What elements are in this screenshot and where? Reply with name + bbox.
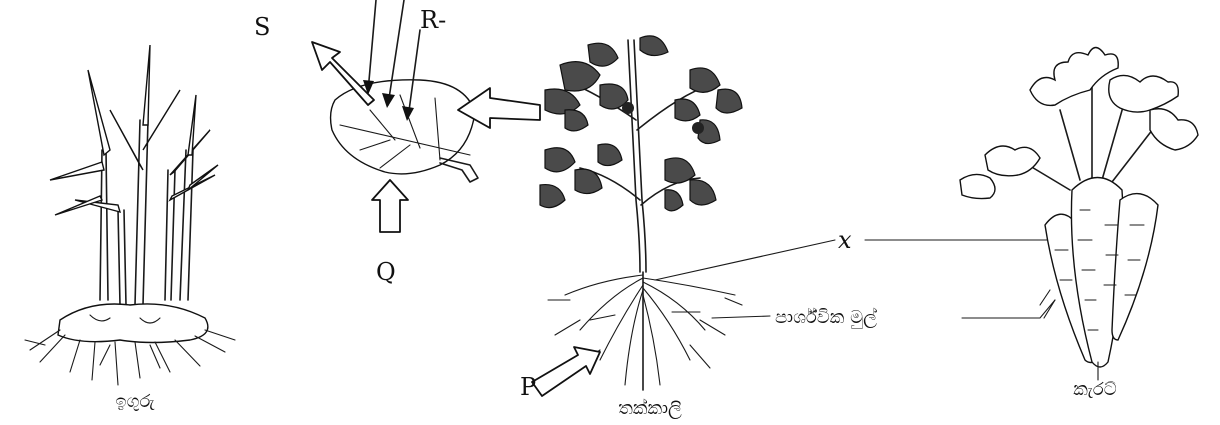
ginger-plant bbox=[25, 45, 235, 385]
label-x: x bbox=[838, 226, 852, 254]
tomato-label: තක්කාලි bbox=[618, 398, 682, 419]
arrow-p bbox=[532, 347, 600, 396]
lateral-root-label: පාර්ශ්වික මුල් bbox=[775, 307, 877, 328]
carrot-plant bbox=[960, 48, 1198, 381]
lateral-pointer-tomato bbox=[712, 316, 770, 318]
x-pointer-carrot bbox=[865, 240, 1078, 262]
x-pointer-tomato bbox=[655, 240, 835, 280]
ginger-label: ඉගුරු bbox=[115, 391, 155, 412]
label-s: S bbox=[254, 13, 270, 41]
label-q: Q bbox=[376, 258, 396, 286]
tomato-plant bbox=[540, 36, 742, 390]
arrow-q bbox=[372, 180, 408, 232]
carrot-root-right bbox=[1112, 194, 1158, 340]
label-r: R- bbox=[420, 6, 446, 34]
carrot-label: කැරට් bbox=[1073, 379, 1117, 400]
label-p: P bbox=[520, 373, 536, 401]
leaf-diagram bbox=[331, 0, 478, 182]
